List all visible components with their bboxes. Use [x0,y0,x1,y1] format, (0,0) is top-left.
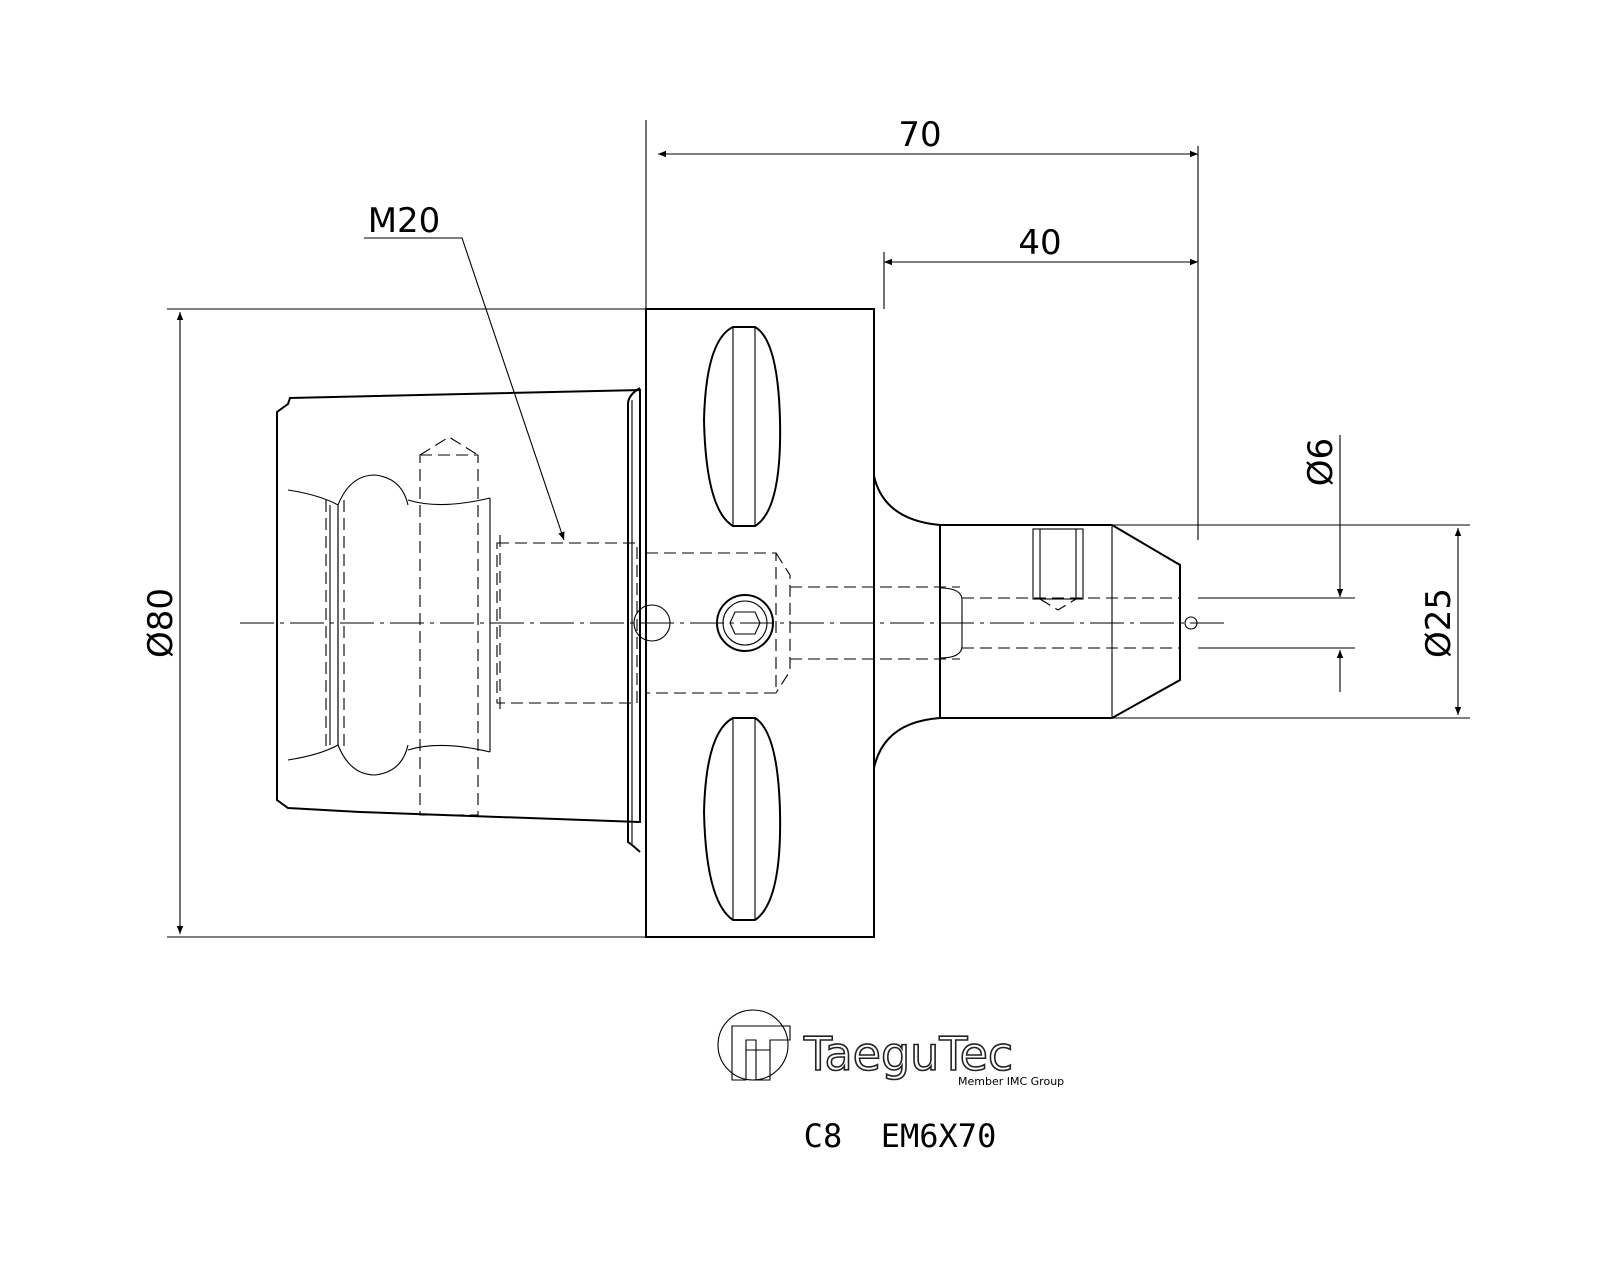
shank [873,475,1198,769]
logo-tagline: Member IMC Group [958,1075,1064,1088]
taegutec-logo: TaeguTec Member IMC Group [717,1009,1064,1088]
dim-flange-diameter: Ø80 [141,588,181,658]
collet-nut-body [276,387,641,853]
dim-overall-length: 70 [898,115,941,155]
taegutec-emblem-icon [717,1009,791,1081]
dim-shank-diameter: Ø25 [1419,588,1459,658]
dim-bore-diameter: Ø6 [1301,438,1341,486]
dimension-lines [176,150,1462,934]
dim-thread: M20 [368,201,441,241]
flange [633,308,960,938]
extension-lines [167,120,1470,938]
dim-shank-length: 40 [1018,223,1061,263]
part-number: C8 EM6X70 [804,1117,997,1155]
logo-brand-text: TaeguTec [803,1027,1013,1081]
